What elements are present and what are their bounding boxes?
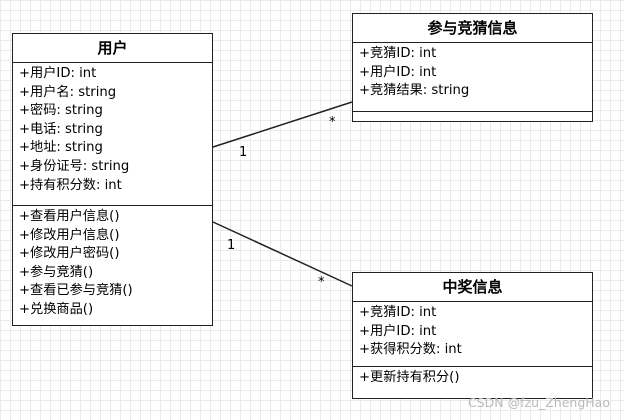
class-user-method: +修改用户信息()	[19, 227, 120, 243]
class-user-attribute: +用户名: string	[19, 84, 117, 100]
class-guess-info[interactable]: 参与竞猜信息 +竞猜ID: int +用户ID: int +竞猜结果: stri…	[352, 13, 593, 122]
class-user-attribute: +身份证号: string	[19, 158, 130, 174]
class-prize-info-attribute: +获得积分数: int	[359, 342, 462, 358]
multiplicity-user-prize-user-end: 1	[227, 238, 236, 253]
multiplicity-user-guess-guess-end: *	[329, 115, 336, 130]
class-guess-info-attribute: +竞猜结果: string	[359, 83, 470, 99]
class-prize-info-attributes: +竞猜ID: int +用户ID: int +获得积分数: int	[353, 302, 592, 366]
class-guess-info-methods	[353, 111, 592, 122]
class-user-method: +修改用户密码()	[19, 246, 120, 262]
class-user-method: +兑换商品()	[19, 301, 94, 317]
class-guess-info-name: 参与竞猜信息	[353, 14, 592, 43]
class-user-attribute: +持有积分数: int	[19, 177, 122, 193]
multiplicity-user-prize-prize-end: *	[318, 275, 325, 290]
class-prize-info[interactable]: 中奖信息 +竞猜ID: int +用户ID: int +获得积分数: int +…	[352, 272, 593, 399]
watermark-text: CSDN @fzu_ZhengHao	[468, 395, 610, 410]
class-user-attribute: +电话: string	[19, 121, 103, 137]
class-prize-info-method: +更新持有积分()	[359, 370, 460, 385]
class-user-method: +参与竞猜()	[19, 264, 94, 280]
class-prize-info-attribute: +竞猜ID: int	[359, 305, 437, 320]
class-guess-info-attribute: +竞猜ID: int	[359, 46, 437, 61]
class-user-name: 用户	[13, 34, 212, 63]
class-prize-info-name: 中奖信息	[353, 273, 592, 302]
class-user-attributes: +用户ID: int +用户名: string +密码: string +电话:…	[13, 63, 212, 205]
class-user-methods: +查看用户信息() +修改用户信息() +修改用户密码() +参与竞猜() +查…	[13, 205, 212, 327]
multiplicity-user-guess-user-end: 1	[239, 145, 248, 160]
class-user-attribute: +地址: string	[19, 140, 103, 156]
class-user-method: +查看用户信息()	[19, 209, 120, 224]
class-user-attribute: +用户ID: int	[19, 66, 97, 81]
class-user-method: +查看已参与竞猜()	[19, 283, 133, 299]
class-user[interactable]: 用户 +用户ID: int +用户名: string +密码: string +…	[12, 33, 213, 326]
class-user-attribute: +密码: string	[19, 103, 103, 119]
association-user-prize-line	[212, 221, 353, 287]
class-guess-info-attributes: +竞猜ID: int +用户ID: int +竞猜结果: string	[353, 43, 592, 111]
class-guess-info-attribute: +用户ID: int	[359, 64, 437, 80]
class-prize-info-methods: +更新持有积分()	[353, 366, 592, 399]
class-prize-info-attribute: +用户ID: int	[359, 323, 437, 339]
